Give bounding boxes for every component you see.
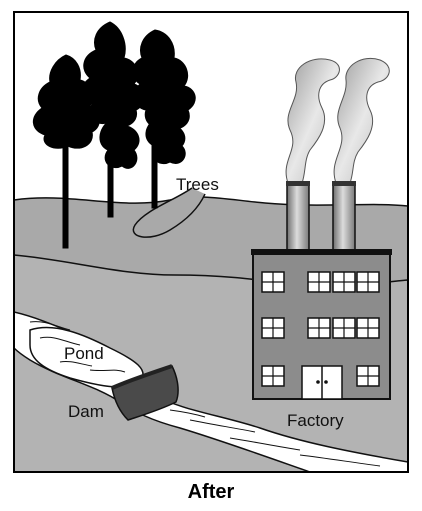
factory-window	[261, 271, 285, 293]
label-factory: Factory	[287, 411, 344, 430]
factory-window	[261, 365, 285, 387]
smokestack-left	[286, 182, 310, 254]
factory-door	[301, 365, 343, 400]
path-to-trees	[132, 187, 206, 238]
factory-window	[307, 317, 331, 339]
caption: After	[188, 481, 235, 503]
factory-window	[261, 317, 285, 339]
factory-window	[356, 271, 380, 293]
factory-window	[356, 365, 380, 387]
smoke-plume-left	[285, 58, 340, 184]
factory-windows	[261, 271, 380, 387]
label-trees: Trees	[176, 175, 219, 194]
label-dam: Dam	[68, 402, 104, 421]
frame-border	[13, 11, 409, 473]
smokestack-right	[332, 182, 356, 254]
factory-window	[307, 271, 331, 293]
trees	[32, 21, 196, 249]
label-pond: Pond	[64, 344, 104, 363]
factory-window	[332, 271, 356, 293]
factory-window	[356, 317, 380, 339]
dam-top	[111, 364, 173, 390]
smoke-plume-right	[333, 58, 390, 184]
factory-window	[332, 317, 356, 339]
factory-roof	[251, 249, 392, 255]
water-ripples	[29, 321, 381, 467]
